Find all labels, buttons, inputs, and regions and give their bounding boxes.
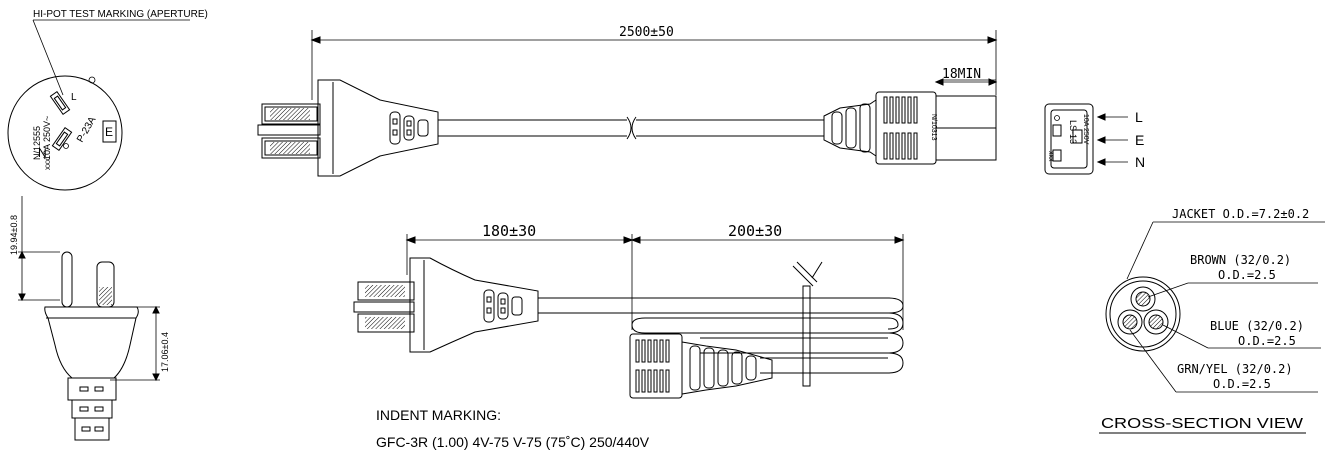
plug-face-model: P-23A [75,115,99,145]
folded-connector-ribs [635,339,670,393]
connector-side-code: N/10313 [930,114,937,141]
jacket-circle [1105,276,1181,352]
dim-pin-spacing: 17.06±0.4 [160,332,170,372]
plug-face-e: E [105,125,113,139]
cable-tie [792,261,823,287]
pin-n-label: N [1135,154,1145,170]
blue-label-1: BLUE (32/0.2) [1210,319,1304,333]
blue-label-2: O.D.=2.5 [1238,334,1296,348]
plug-face-rating: 10A 250V~ [42,116,52,160]
plug-face-code: N/12555 [32,126,42,160]
indent-title: INDENT MARKING: [376,407,501,423]
plug-face-pin-e [102,120,117,143]
grn-label-1: GRN/YEL (32/0.2) [1177,362,1293,376]
coupler-outline [1044,103,1094,175]
side-pin-left [61,251,73,308]
dim-pin-height: 19.94±0.8 [9,215,19,255]
main-connector-body [875,91,937,165]
plug-face-n-mark: N [38,146,47,160]
brown-label-2: O.D.=2.5 [1218,268,1276,282]
blue-conductor [1143,309,1169,335]
jacket-label: JACKET O.D.=7.2±0.2 [1172,207,1309,221]
folded-connector-body [629,333,683,399]
folded-cord-view: 180±30 200±30 [353,222,905,450]
dim-min: 18MIN [942,67,981,82]
plug-face-circle [7,75,123,191]
grn-conductor [1117,309,1143,335]
coupler-front-view: 10A 250V LS-13 xxx L E N [1044,103,1145,175]
folded-connector-relief [681,341,773,395]
dim-180: 180±30 [482,222,536,240]
folded-plug-grips [483,289,523,323]
dim-total: 2500±50 [619,25,674,40]
coupler-xxx: xxx [1047,151,1054,162]
plug-face-l-mark: L [71,92,77,103]
main-connector-ribs [883,96,918,160]
dim-200: 200±30 [728,222,782,240]
plug-face-pin-n [51,126,73,152]
plug-face-view: HI-POT TEST MARKING (APERTURE) N/12555 1… [7,9,208,191]
pin-e-label: E [1135,132,1144,148]
brown-label-1: BROWN (32/0.2) [1190,253,1291,267]
plug-face-xxx: xxx [43,158,52,170]
indent-text: GFC-3R (1.00) 4V-75 V-75 (75˚C) 250/440V [376,434,650,450]
cross-section-title: CROSS-SECTION VIEW [1101,415,1304,432]
plug-face-pin-l [49,90,71,116]
main-cord-view: 2500±50 18MIN [257,25,998,177]
plug-side-view: 19.94±0.8 17.06±0.4 [9,196,170,441]
main-plug-body [317,79,439,177]
folded-plug-body [409,257,539,353]
brown-conductor [1130,286,1156,312]
main-plug-grips [389,111,429,145]
grn-label-2: O.D.=2.5 [1213,377,1271,391]
hipot-label: HI-POT TEST MARKING (APERTURE) [33,9,208,20]
folded-connector-grips [689,345,757,391]
main-connector-grips [831,103,871,153]
coupler-model: LS-13 [1068,120,1078,144]
cross-section-view: JACKET O.D.=7.2±0.2 BROWN (32/0.2) O.D.=… [1099,207,1325,434]
pin-l-label: L [1135,109,1143,125]
coupler-rating: 10A 250V [1082,114,1089,145]
